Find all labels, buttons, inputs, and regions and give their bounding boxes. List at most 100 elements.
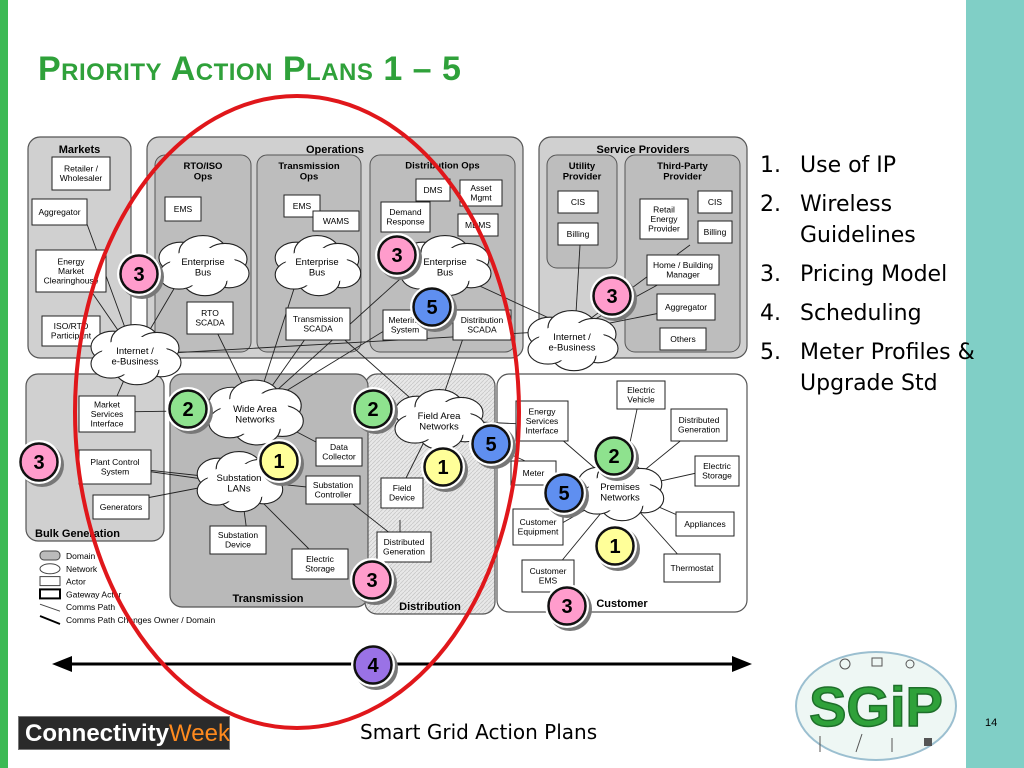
legend-label: Domain [66,551,96,561]
cis-actor-label: CIS [708,197,723,207]
badge-number: 2 [367,399,378,421]
badge-fill [595,526,635,566]
retailer-wholesaler-actor [51,156,111,191]
action-plan-item: 3. Pricing Model [760,259,1000,290]
legend-actor-swatch [39,576,61,587]
electric-storage-actor [694,455,740,487]
distributed-generation-actor [376,531,432,563]
cloud-core [587,472,653,512]
cloud-core [169,247,237,287]
customer-equipment-actor [512,508,564,546]
third-party-provider-subdomain [624,154,741,353]
list-label: Pricing Model [800,262,948,287]
action-plan-item: 2.Wireless Guidelines [760,189,1000,251]
list-number: 3. [760,262,781,287]
thermostat-actor-label: Thermostat [671,563,715,573]
cloud-core [405,401,473,441]
list-number: 2. [760,192,781,217]
legend-domain-swatch [39,550,61,561]
distribution-ops-subdomain-label: Distribution Ops [405,160,479,171]
timeline-arrow-right-head [732,656,752,672]
cloud-core [101,336,169,376]
list-label: Scheduling [800,301,922,326]
badge-number: 2 [182,399,193,421]
badge-fill [168,389,208,429]
ems-actor [164,196,202,222]
badge-fill [352,560,392,600]
action-plan-badge: 2 [166,387,213,434]
substation-device-actor [209,525,267,555]
home-building-manager-actor [646,254,720,286]
legend-label: Network [66,564,98,574]
field-device-actor [380,477,424,509]
bulb-icon [905,659,915,669]
badge-number: 3 [366,570,377,592]
billing-actor-label: Billing [567,229,590,239]
energy-services-interface-actor [515,400,569,442]
badge-fill [377,235,417,275]
page-number: 14 [985,717,998,729]
cloud-core [206,463,272,503]
asset-mgmt-actor [459,179,503,207]
badge-number: 5 [558,483,569,505]
action-plan-item: 1. Use of IP [760,150,1000,181]
action-plan-badge: 3 [350,558,397,605]
sgip-logo: SGiP [795,651,957,761]
action-plan-list: 1. Use of IP 2.Wireless Guidelines 3. Pric… [760,150,1000,407]
legend-label: Gateway Actor [66,589,121,599]
list-number: 4. [760,301,781,326]
right-accent-bar [966,0,1024,768]
wams-actor [312,210,360,232]
operations-domain-label: Operations [306,144,364,156]
action-plan-badge: 1 [421,445,468,492]
iso-rto-participant-actor [41,315,101,347]
service-providers-domain-label: Service Providers [597,144,690,156]
cis-actor [557,190,599,214]
badge-number: 3 [561,596,572,618]
cloud-core [219,393,291,435]
cloud-core [284,247,350,287]
billing-actor [557,222,599,246]
list-label: Use of IP [800,153,897,178]
computer-icon [871,657,883,667]
bulk-generation-label: Bulk Generation [35,528,120,540]
legend-comms-change-swatch [39,615,61,625]
action-plan-badge: 3 [545,584,592,631]
distribution-scada-actor [452,309,512,341]
distributed-generation-actor [670,408,728,442]
meter-actor [510,460,557,486]
dms-actor [415,178,451,202]
ems-actor-label: EMS [293,201,312,211]
action-plan-badge: 5 [542,471,589,518]
action-plan-badge: 1 [257,439,304,486]
action-plan-badge: 5 [410,285,457,332]
transmission-label: Transmission [233,593,304,605]
list-number: 1. [760,153,781,178]
connectivity-week-logo: ConnectivityWeek [18,716,230,750]
retailer-wholesaler-actor-label: Retailer /Wholesaler [60,164,103,184]
legend-label: Actor [66,577,86,587]
footer-caption: Smart Grid Action Plans [360,720,598,744]
distribution-label: Distribution [399,601,461,613]
badge-number: 3 [391,245,402,267]
action-plan-badge: 5 [469,422,516,469]
